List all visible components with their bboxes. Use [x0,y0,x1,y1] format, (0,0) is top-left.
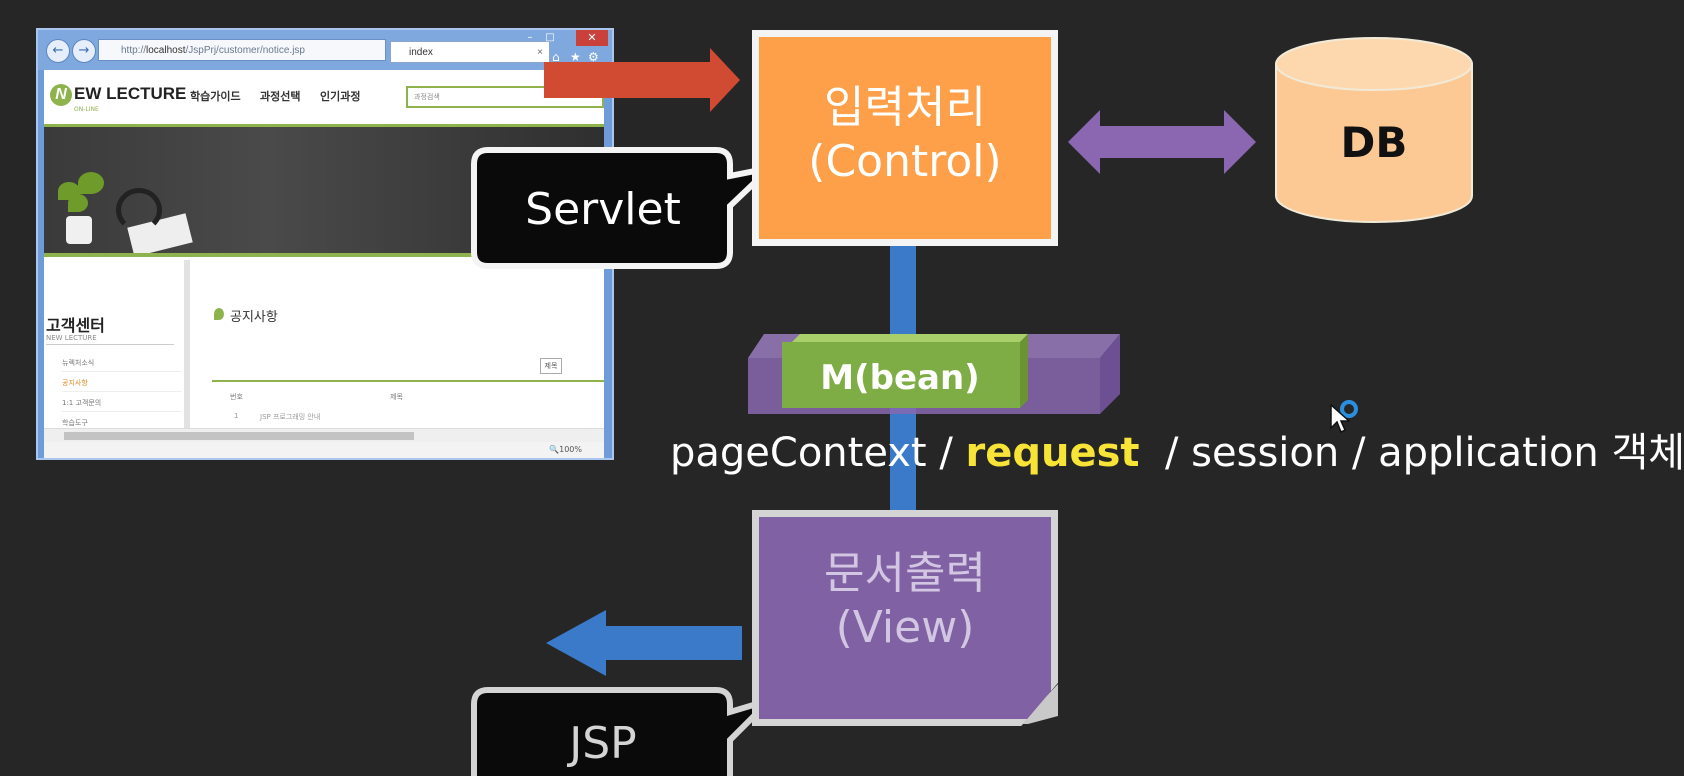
table-header-no: 번호 [230,393,243,401]
control-box: 입력처리 (Control) [752,30,1058,246]
status-bar: 🔍100% [44,442,604,458]
horizontal-scrollbar[interactable] [44,428,604,443]
sidebar-divider [184,260,190,428]
hero-divider [44,253,604,257]
zoom-icon: 🔍 [549,445,560,454]
response-arrow [546,610,742,676]
control-subtitle: (Control) [808,136,1002,187]
plant-leaf-image [68,194,88,212]
back-button-icon[interactable]: ← [46,39,70,63]
home-icon[interactable]: ⌂ [552,50,560,64]
scrollbar-thumb[interactable] [64,432,414,440]
servlet-callout-bubble [471,147,780,269]
zoom-level[interactable]: 100% [559,445,582,454]
site-header [44,70,604,127]
notice-leaf-icon [214,308,224,320]
url-host: localhost [146,45,186,56]
address-bar[interactable]: http://localhost/JspPrj/customer/notice.… [98,39,386,61]
sidebar-subtitle: NEW LECTURE [46,334,174,345]
sidebar-item-notice[interactable]: 공지사항 [62,378,182,392]
db-label: DB [1340,118,1408,167]
db-cylinder [1275,37,1473,223]
table-cell-title[interactable]: JSP 프로그래밍 안내 [260,413,321,421]
url-prefix: http:// [121,45,147,56]
write-button[interactable]: 제목 [540,358,562,374]
maximize-icon[interactable]: □ [545,32,555,43]
sidebar-item-news[interactable]: 뉴렉처소식 [62,358,182,372]
menu-item-guide[interactable]: 학습가이드 [190,90,241,103]
browser-tab[interactable]: index × [390,41,550,63]
view-title: 문서출력 [824,548,986,599]
sidebar-item-tools[interactable]: 학습도구 [62,418,182,428]
mouse-pointer-icon [1330,404,1350,434]
jsp-callout-bubble [471,687,773,776]
headset-image [116,188,162,232]
view-subtitle: (View) [835,602,975,653]
site-logo-sub: ON-LINE [74,106,99,113]
jsp-label: JSP [569,718,637,769]
request-arrow [544,48,740,112]
bean-bar [782,334,1028,408]
servlet-label: Servlet [525,184,681,235]
forward-button-icon[interactable]: → [72,39,96,63]
site-logo-text[interactable]: EW LECTURE [74,84,187,103]
scope-rest: / session / application 객체 [1139,430,1684,476]
sidebar-title: 고객센터 [46,316,105,335]
control-title: 입력처리 [824,82,986,133]
menu-item-popular[interactable]: 인기과정 [320,90,361,103]
minimize-icon[interactable]: – [527,32,533,43]
scope-request-highlight: request [965,430,1140,476]
table-header-title: 제목 [390,393,403,401]
plant-leaf-image [78,172,104,194]
window-close-icon[interactable]: ✕ [576,30,608,46]
url-path: /JspPrj/customer/notice.jsp [185,45,305,56]
notice-title: 공지사항 [230,310,278,325]
table-cell-no: 1 [234,412,239,420]
busy-cursor-icon [1340,400,1358,418]
table-top-line [212,380,604,382]
scope-page-context: pageContext / [670,430,966,476]
tab-close-icon[interactable]: × [537,47,543,58]
tab-title: index [409,47,433,58]
sidebar-item-inquiry[interactable]: 1:1 고객문의 [62,398,182,412]
favorites-star-icon[interactable]: ★ [570,50,581,64]
settings-gear-icon[interactable]: ⚙ [588,50,599,64]
view-box: 문서출력 (View) [752,510,1058,726]
scope-objects-line: pageContext / request / session / applic… [670,420,1684,478]
bean-label: M(bean) [820,358,980,398]
site-logo-icon[interactable]: N [50,84,72,106]
plant-pot-image [66,216,92,244]
db-arrow [1068,110,1256,174]
menu-item-course[interactable]: 과정선택 [260,90,301,103]
